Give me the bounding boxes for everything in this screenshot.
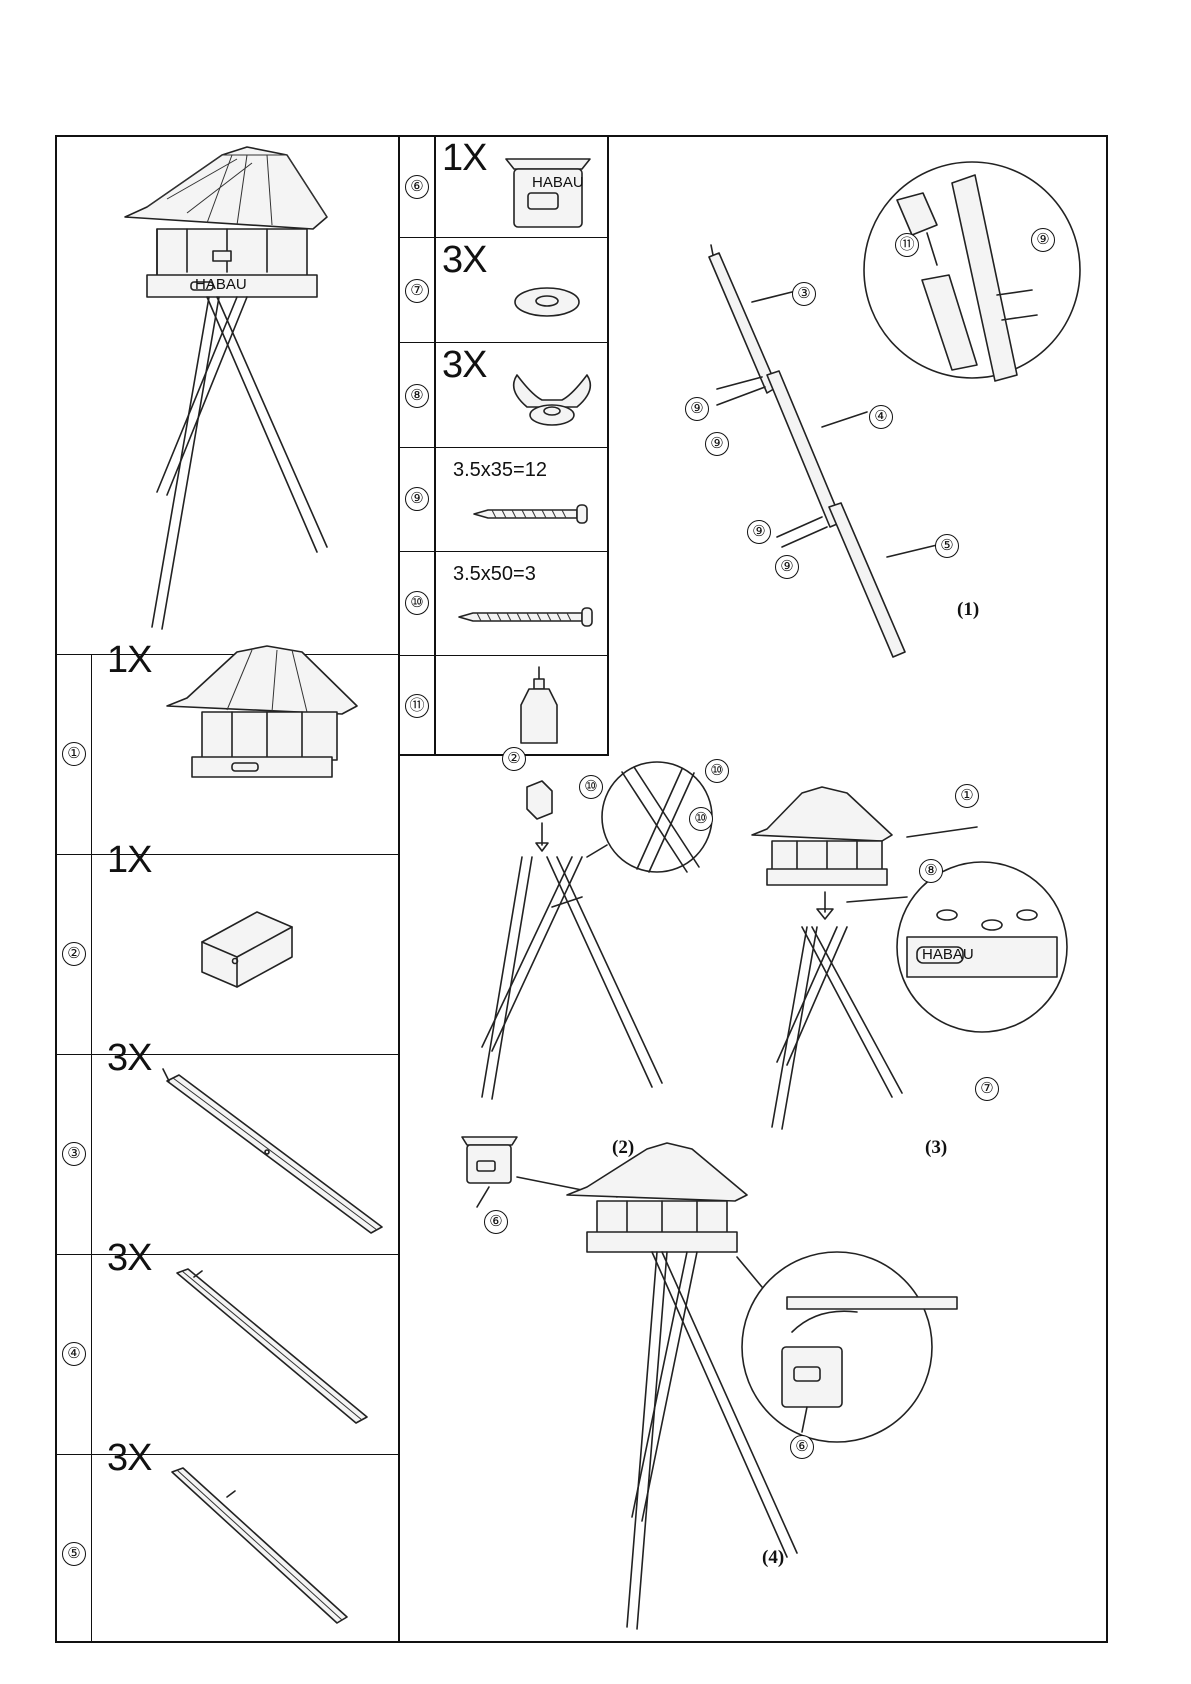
divider	[400, 447, 609, 448]
part-spec: 3.5x35=12	[453, 459, 547, 481]
part-quantity: 3X	[442, 241, 486, 279]
leg-bottom-illustration	[167, 1467, 357, 1637]
part-quantity: 3X	[442, 346, 486, 384]
divider	[400, 342, 609, 343]
callout-screw: ⑨	[705, 432, 729, 456]
instruction-frame: HABAU ① 1X ② 1X ③ 3X ④ 3X	[55, 135, 1108, 1643]
brand-label: HABAU	[195, 276, 247, 293]
part-number: ⑥	[405, 175, 429, 199]
part-number: ⑨	[405, 487, 429, 511]
divider	[91, 654, 92, 1643]
short-screw-illustration	[472, 502, 602, 526]
part-number: ②	[62, 942, 86, 966]
divider	[398, 137, 400, 1643]
callout-bracket: ⑥	[790, 1435, 814, 1459]
part-number: ⑧	[405, 384, 429, 408]
step2-illustration	[462, 757, 772, 1117]
leg-middle-illustration	[172, 1267, 372, 1437]
leg-connector-illustration	[197, 907, 307, 997]
callout-long-screw: ⑩	[579, 775, 603, 799]
callout-long-screw: ⑩	[705, 759, 729, 783]
birdhouse-part-illustration	[162, 642, 362, 782]
divider	[400, 655, 609, 656]
callout-long-screw: ⑩	[689, 807, 713, 831]
part-quantity: 3X	[107, 1439, 151, 1477]
callout-bracket: ⑥	[484, 1210, 508, 1234]
callout-washer: ⑦	[975, 1077, 999, 1101]
callout-screw: ⑨	[747, 520, 771, 544]
brand-label: HABAU	[922, 946, 974, 963]
part-spec: 3.5x50=3	[453, 563, 536, 585]
part-number: ⑤	[62, 1542, 86, 1566]
step1-leg-illustration	[617, 247, 967, 767]
leg-top-illustration	[157, 1067, 387, 1237]
wing-nut-illustration	[497, 365, 607, 435]
callout-birdhouse: ①	[955, 784, 979, 808]
part-number: ③	[62, 1142, 86, 1166]
step-number: (1)	[957, 599, 979, 621]
part-number: ⑩	[405, 591, 429, 615]
part-quantity: 3X	[107, 1039, 151, 1077]
part-quantity: 3X	[107, 1239, 151, 1277]
part-number: ①	[62, 742, 86, 766]
callout-screw: ⑨	[775, 555, 799, 579]
callout-screw: ⑨	[685, 397, 709, 421]
divider	[400, 237, 609, 238]
part-quantity: 1X	[107, 641, 151, 679]
callout-connector: ②	[502, 747, 526, 771]
assembled-feeder-illustration: HABAU	[117, 147, 377, 647]
part-number: ⑪	[405, 694, 429, 718]
glue-bottle-illustration	[509, 665, 569, 747]
divider	[400, 551, 609, 552]
svg-text:HABAU: HABAU	[532, 174, 584, 191]
callout-leg-top: ③	[792, 282, 816, 306]
callout-screw: ⑨	[1031, 228, 1055, 252]
bracket-illustration: HABAU	[502, 155, 592, 230]
part-number: ⑦	[405, 279, 429, 303]
part-quantity: 1X	[107, 841, 151, 879]
part-quantity: 1X	[442, 139, 486, 177]
step3-illustration: HABAU	[747, 787, 1077, 1147]
callout-wing-nut: ⑧	[919, 859, 943, 883]
part-number: ④	[62, 1342, 86, 1366]
washer-illustration	[512, 282, 582, 322]
step-number: (4)	[762, 1547, 784, 1569]
callout-leg-middle: ④	[869, 405, 893, 429]
callout-leg-bottom: ⑤	[935, 534, 959, 558]
long-screw-illustration	[457, 605, 602, 629]
